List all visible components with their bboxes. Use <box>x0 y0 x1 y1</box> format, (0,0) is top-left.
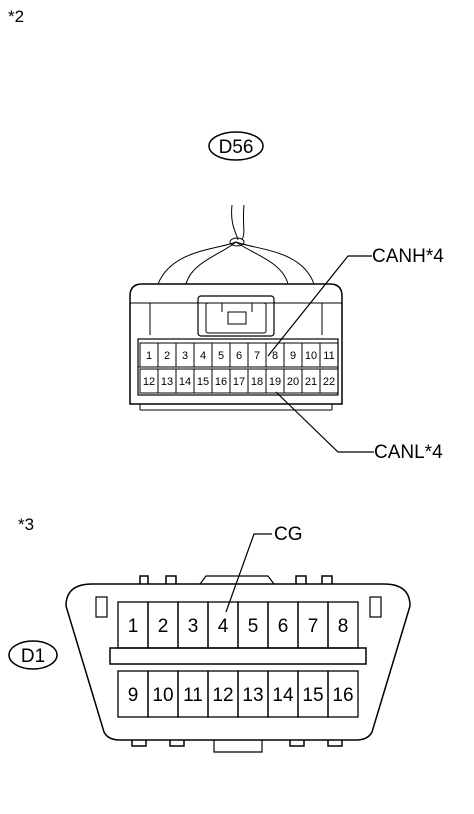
d56-pin-label: 16 <box>215 376 227 388</box>
d1-pin-label: 13 <box>242 685 263 706</box>
d56-pin-label: 7 <box>254 350 260 362</box>
d1-pin-label: 6 <box>278 616 289 637</box>
d1-center-divider <box>109 647 367 665</box>
d56-pin-label: 18 <box>251 376 263 388</box>
d56-pin-label: 17 <box>233 376 245 388</box>
d1-pin-14: 14 <box>267 670 299 718</box>
d1-pin-4: 4 <box>207 601 239 649</box>
d56-pin-9: 9 <box>283 342 303 368</box>
d1-pin-label: 9 <box>128 685 139 706</box>
d56-pin-2: 2 <box>157 342 177 368</box>
d1-pin-11: 11 <box>177 670 209 718</box>
d56-pin-label: 2 <box>164 350 170 362</box>
d1-id-label: D1 <box>21 646 45 667</box>
d56-pin-14: 14 <box>175 368 195 394</box>
d56-pin-label: 13 <box>161 376 173 388</box>
d1-pin-3: 3 <box>177 601 209 649</box>
d1-pin-label: 12 <box>212 685 233 706</box>
d1-pin-label: 4 <box>218 616 229 637</box>
d56-leader-lines <box>267 255 374 453</box>
d56-pin-11: 11 <box>319 342 339 368</box>
d1-pin-label: 7 <box>308 616 319 637</box>
d56-pin-label: 12 <box>143 376 155 388</box>
d56-pin-10: 10 <box>301 342 321 368</box>
d1-pin-label: 16 <box>332 685 353 706</box>
d1-pin-7: 7 <box>297 601 329 649</box>
d1-pin-13: 13 <box>237 670 269 718</box>
canh-label: CANH*4 <box>372 246 444 267</box>
d56-pin-18: 18 <box>247 368 267 394</box>
section-marker-3: *3 <box>18 515 34 534</box>
d1-pin-label: 3 <box>188 616 199 637</box>
d56-pin-label: 9 <box>290 350 296 362</box>
d56-pin-12: 12 <box>139 368 159 394</box>
d1-pin-5: 5 <box>237 601 269 649</box>
d56-pin-21: 21 <box>301 368 321 394</box>
d56-pin-13: 13 <box>157 368 177 394</box>
d56-pin-1: 1 <box>139 342 159 368</box>
d1-pin-10: 10 <box>147 670 179 718</box>
d56-pin-19: 19 <box>265 368 285 394</box>
d56-pin-label: 15 <box>197 376 209 388</box>
d56-pin-label: 3 <box>182 350 188 362</box>
d56-wire-harness <box>157 204 315 285</box>
d1-id-badge: D1 <box>8 640 58 670</box>
d1-pin-8: 8 <box>327 601 359 649</box>
d56-pin-4: 4 <box>193 342 213 368</box>
d1-pin-label: 8 <box>338 616 349 637</box>
d56-pin-20: 20 <box>283 368 303 394</box>
d56-pin-label: 22 <box>323 376 335 388</box>
d56-pin-label: 19 <box>269 376 281 388</box>
cg-label: CG <box>274 524 303 545</box>
d1-pin-12: 12 <box>207 670 239 718</box>
d1-pin-label: 10 <box>152 685 173 706</box>
d1-pin-label: 14 <box>272 685 294 706</box>
d56-pin-17: 17 <box>229 368 249 394</box>
d1-pin-6: 6 <box>267 601 299 649</box>
d56-pin-7: 7 <box>247 342 267 368</box>
d56-pin-5: 5 <box>211 342 231 368</box>
d56-pin-label: 5 <box>218 350 224 362</box>
d56-pin-label: 21 <box>305 376 317 388</box>
d56-pin-6: 6 <box>229 342 249 368</box>
d56-pin-label: 14 <box>179 376 191 388</box>
d56-id-label: D56 <box>219 137 254 158</box>
d1-pin-label: 15 <box>302 685 323 706</box>
d56-pin-label: 4 <box>200 350 206 362</box>
d56-pin-label: 10 <box>305 350 317 362</box>
d56-pin-16: 16 <box>211 368 231 394</box>
d1-pin-1: 1 <box>117 601 149 649</box>
d1-pin-label: 1 <box>128 616 139 637</box>
d56-pin-label: 20 <box>287 376 299 388</box>
d1-pin-9: 9 <box>117 670 149 718</box>
d56-pin-22: 22 <box>319 368 339 394</box>
canl-label: CANL*4 <box>374 442 443 463</box>
d1-pin-16: 16 <box>327 670 359 718</box>
d1-pin-label: 5 <box>248 616 259 637</box>
d56-pin-label: 11 <box>323 350 334 362</box>
d56-pin-label: 8 <box>272 350 278 362</box>
section-marker-2: *2 <box>8 7 24 26</box>
d1-pin-label: 11 <box>183 685 203 706</box>
d56-pin-15: 15 <box>193 368 213 394</box>
d56-id-badge: D56 <box>208 131 264 161</box>
cg-leader-line <box>225 533 272 613</box>
d1-connector-body <box>65 575 411 753</box>
d1-pin-label: 2 <box>158 616 169 637</box>
d56-pin-label: 6 <box>236 350 242 362</box>
d56-pin-label: 1 <box>146 350 152 362</box>
d1-pin-15: 15 <box>297 670 329 718</box>
d56-pin-3: 3 <box>175 342 195 368</box>
d1-pin-2: 2 <box>147 601 179 649</box>
